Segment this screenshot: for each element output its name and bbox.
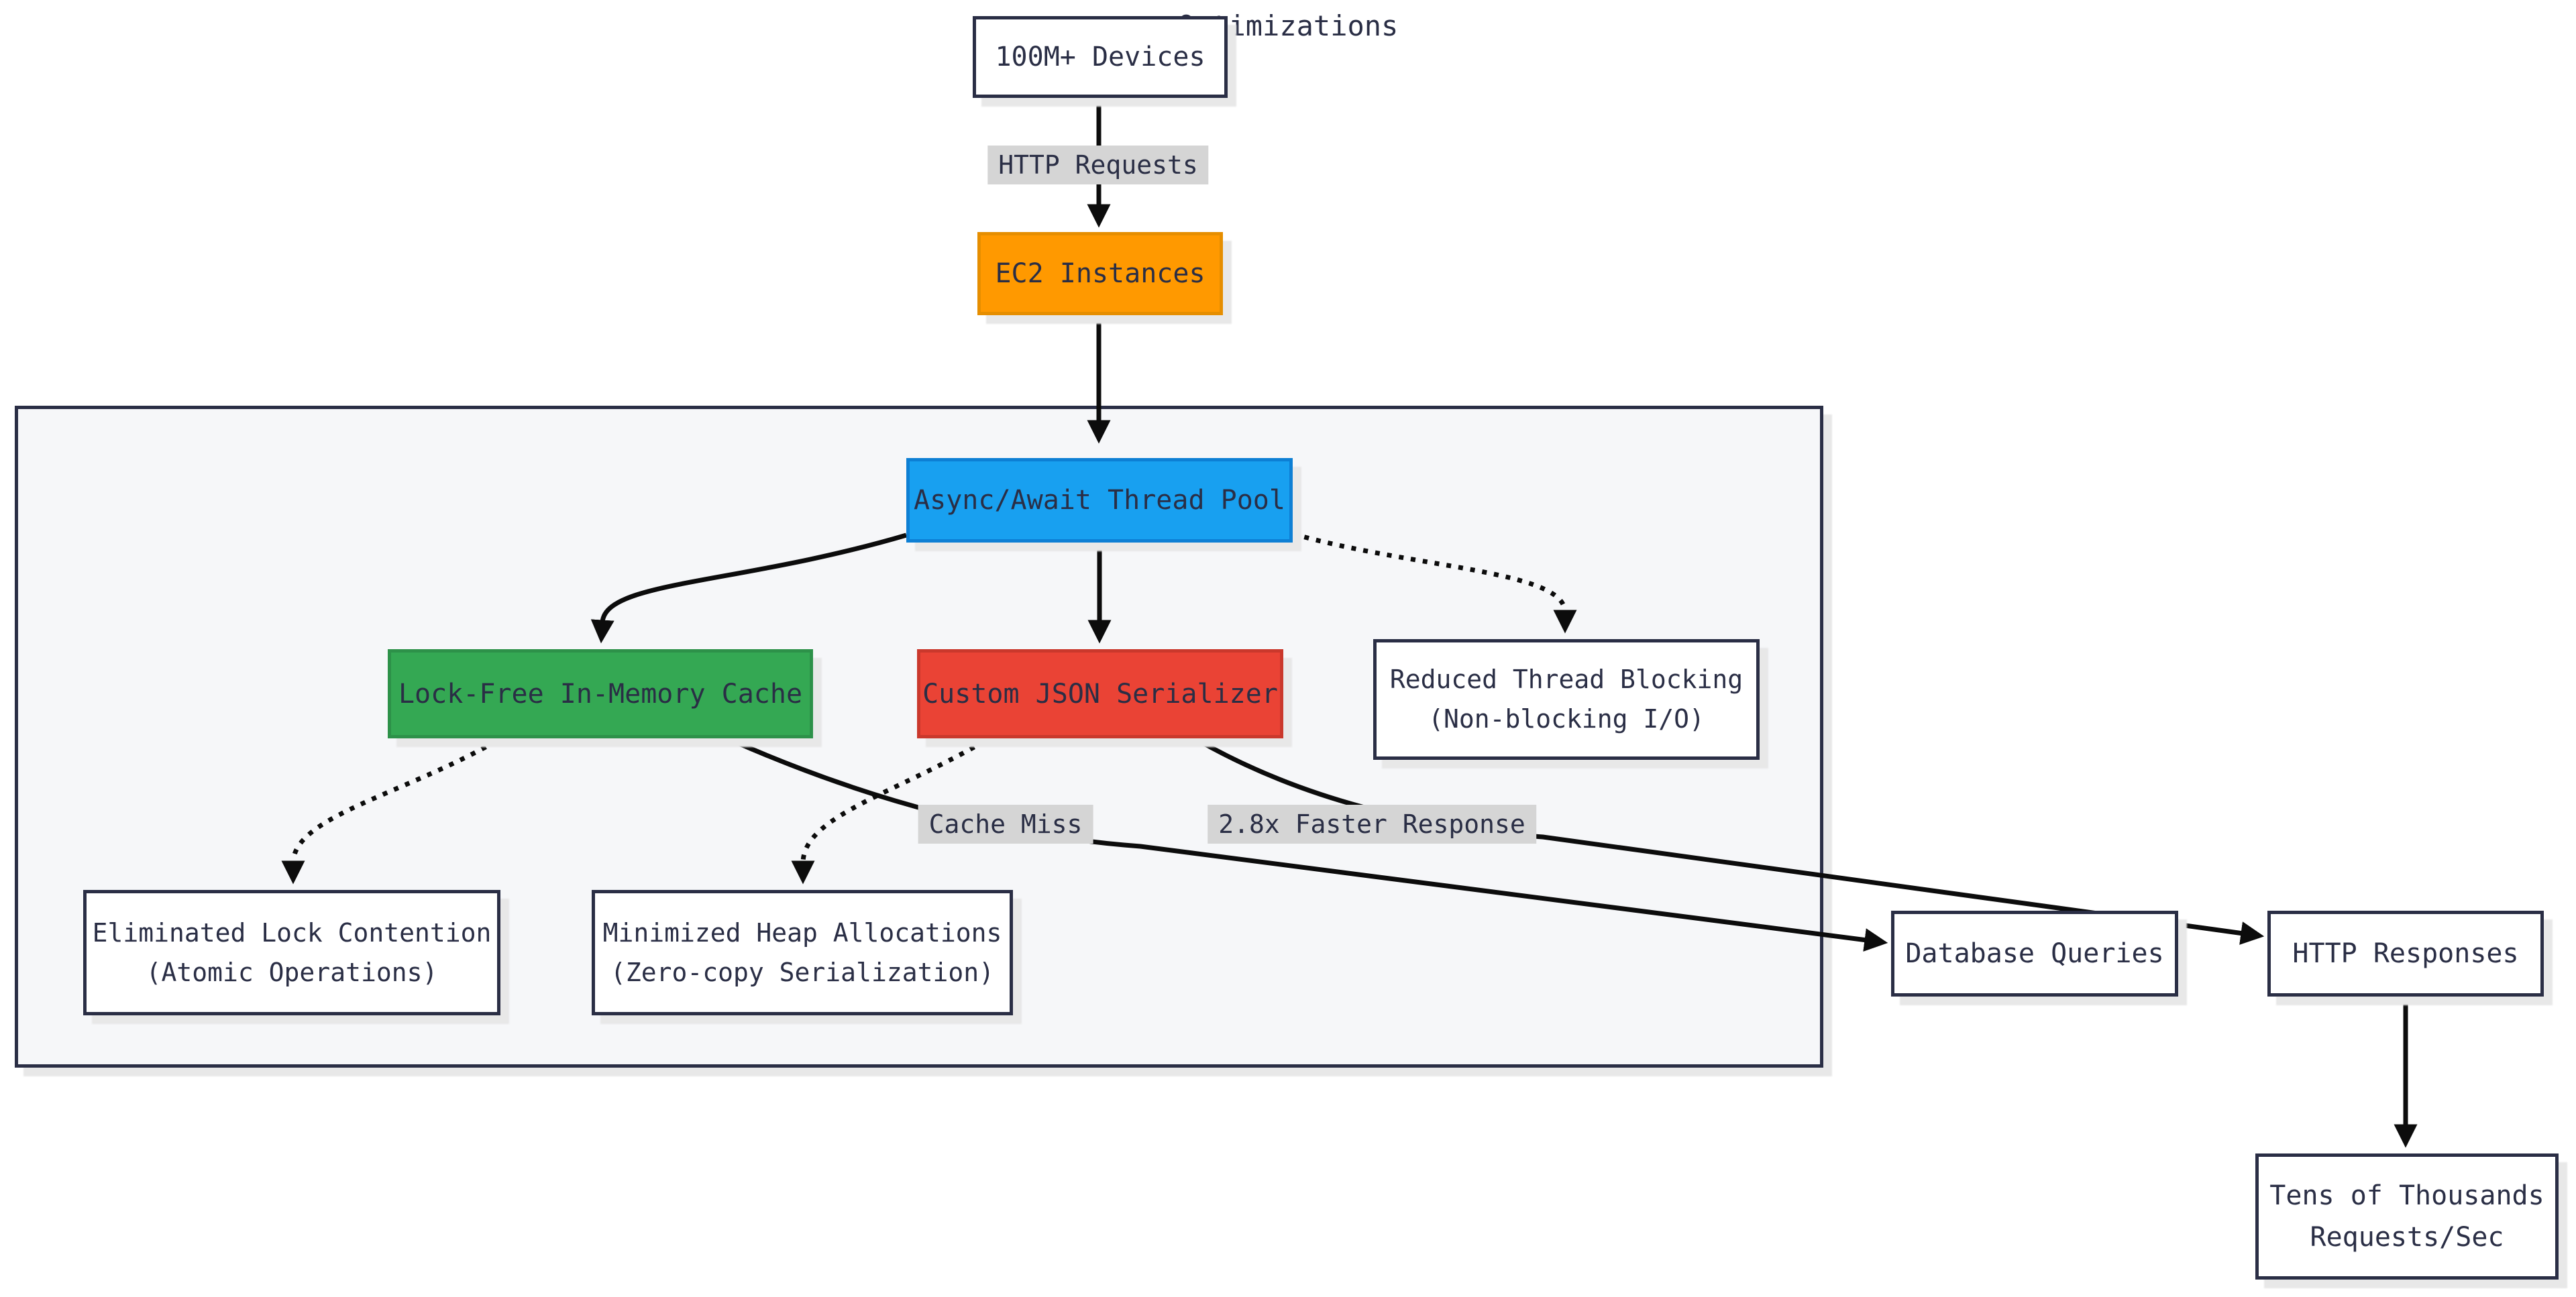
node-json-serializer: Custom JSON Serializer: [917, 649, 1283, 738]
node-thread-blocking-line1: Reduced Thread Blocking: [1389, 665, 1743, 695]
edge-label-cache-miss: Cache Miss: [918, 805, 1093, 844]
edge-label-faster-response: 2.8x Faster Response: [1208, 805, 1536, 844]
node-throughput-line1: Tens of Thousands: [2269, 1180, 2544, 1211]
node-async-label: Async/Await Thread Pool: [914, 485, 1285, 516]
node-async-thread-pool: Async/Await Thread Pool: [906, 458, 1293, 543]
node-throughput: Tens of Thousands Requests/Sec: [2255, 1153, 2559, 1280]
node-lockfree-cache: Lock-Free In-Memory Cache: [388, 649, 813, 738]
node-throughput-line2: Requests/Sec: [2310, 1222, 2504, 1253]
node-lock-contention-line2: (Atomic Operations): [146, 957, 438, 987]
edge-label-http-requests: HTTP Requests: [987, 146, 1209, 184]
node-ec2-label: EC2 Instances: [995, 258, 1205, 289]
node-devices-label: 100M+ Devices: [995, 42, 1205, 72]
node-serializer-label: Custom JSON Serializer: [922, 678, 1278, 710]
node-lock-contention-line1: Eliminated Lock Contention: [92, 917, 492, 948]
node-db-queries-label: Database Queries: [1905, 938, 2164, 969]
node-heap-allocations-line2: (Zero-copy Serialization): [610, 957, 994, 987]
node-thread-blocking-line2: (Non-blocking I/O): [1428, 704, 1705, 734]
node-database-queries: Database Queries: [1891, 911, 2178, 997]
node-minimized-heap-allocations: Minimized Heap Allocations (Zero-copy Se…: [592, 890, 1013, 1015]
node-http-responses: HTTP Responses: [2267, 911, 2544, 997]
node-reduced-thread-blocking: Reduced Thread Blocking (Non-blocking I/…: [1373, 639, 1760, 760]
subgraph-title: Optimizations: [1177, 9, 1399, 42]
node-heap-allocations-line1: Minimized Heap Allocations: [602, 917, 1002, 948]
node-ec2-instances: EC2 Instances: [977, 232, 1223, 315]
node-eliminated-lock-contention: Eliminated Lock Contention (Atomic Opera…: [83, 890, 500, 1015]
node-cache-label: Lock-Free In-Memory Cache: [398, 678, 803, 710]
node-devices: 100M+ Devices: [973, 16, 1228, 98]
node-http-responses-label: HTTP Responses: [2292, 938, 2519, 969]
